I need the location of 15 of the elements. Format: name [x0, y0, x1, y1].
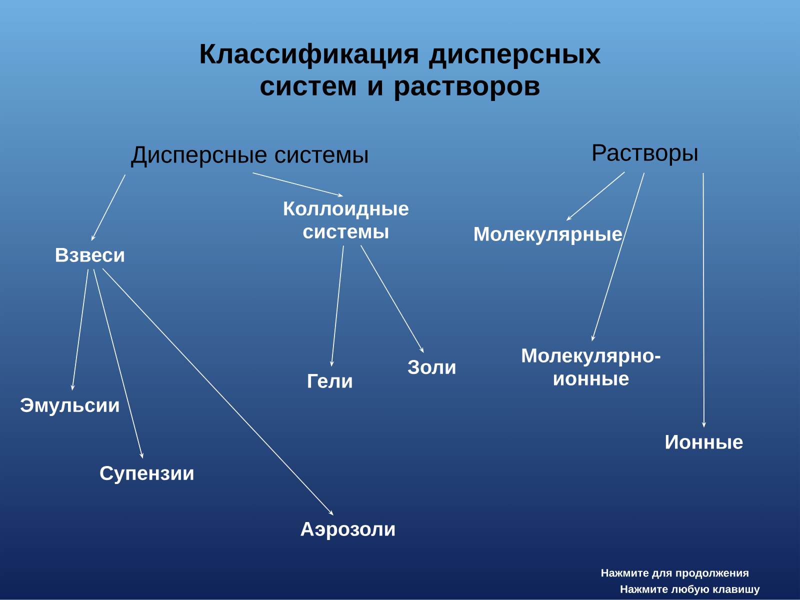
- node-label: Золи: [408, 360, 456, 374]
- footer-note: Нажмите для продолжения: [602, 569, 748, 579]
- title: Классификация дисперсных систем и растворов: [200, 42, 601, 102]
- node-label: Аэрозоли: [300, 522, 395, 540]
- node-label: Супензии: [100, 466, 194, 484]
- node-label: Растворы: [593, 144, 698, 166]
- footer-note: Нажмите любую клавишу: [620, 584, 760, 596]
- node-label: Ионные: [666, 435, 743, 449]
- node-label: Взвеси: [56, 248, 124, 262]
- node-label: Молекулярно- ионные: [522, 348, 660, 386]
- node-label: Молекулярные: [474, 227, 622, 245]
- node-label: Дисперсные системы: [131, 146, 368, 168]
- node-label: Коллоидные системы: [284, 202, 408, 238]
- node-label: Эмульсии: [20, 398, 119, 416]
- node-label: Гели: [308, 374, 352, 388]
